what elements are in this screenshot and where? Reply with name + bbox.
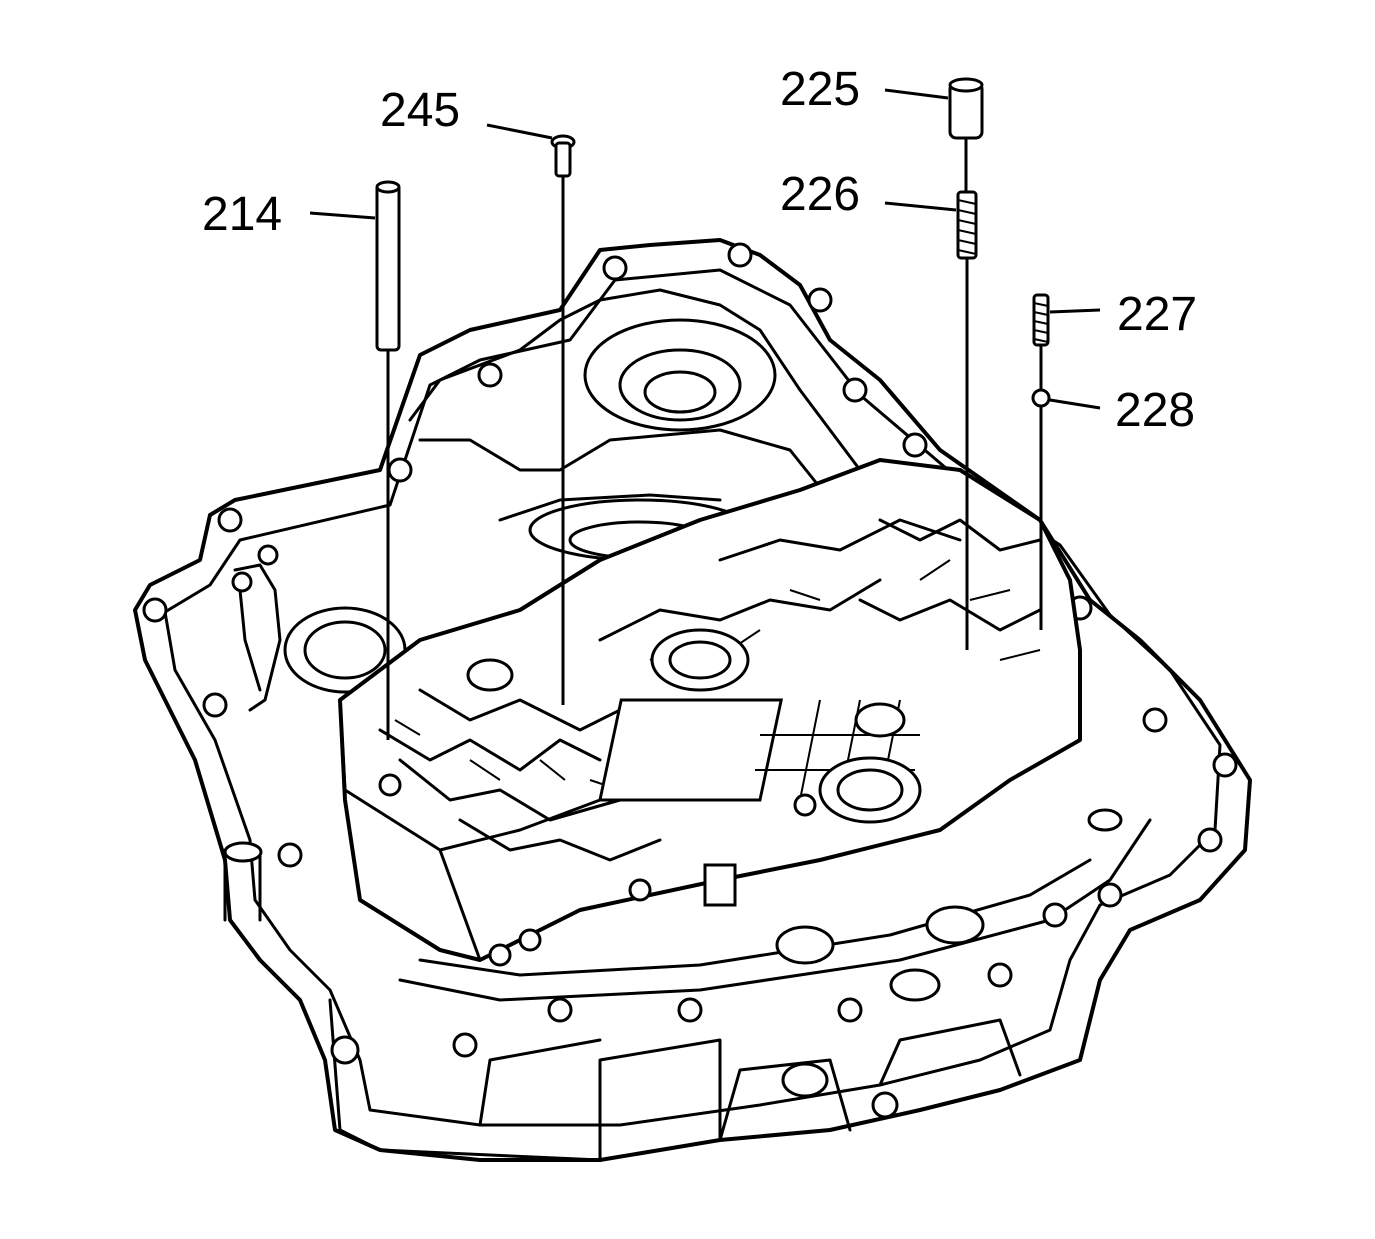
part-227-spring bbox=[1032, 293, 1050, 390]
valve-body-port bbox=[518, 928, 542, 952]
bolt-hole bbox=[1212, 752, 1238, 778]
case-boss bbox=[925, 905, 985, 945]
valve-body-port bbox=[793, 793, 817, 817]
part-226-coils bbox=[957, 199, 977, 255]
callout-226: 226 bbox=[780, 168, 860, 221]
left-hub bbox=[223, 544, 407, 922]
valve-body-connector bbox=[703, 863, 737, 907]
bolt-hole bbox=[807, 287, 833, 313]
case-boss bbox=[1087, 808, 1123, 832]
valve-body bbox=[338, 458, 1082, 967]
bell-housing-shell bbox=[408, 288, 862, 472]
callout-227: 227 bbox=[1117, 288, 1197, 341]
leader-245 bbox=[486, 123, 553, 140]
part-214-body bbox=[375, 183, 401, 352]
linkage-pin bbox=[257, 544, 279, 566]
part-214-top bbox=[375, 180, 401, 194]
bolt-hole bbox=[452, 1032, 478, 1058]
bolt-hole bbox=[1197, 827, 1223, 853]
bolt-hole bbox=[677, 997, 703, 1023]
case-boss bbox=[775, 925, 835, 965]
bolt-hole bbox=[477, 362, 503, 388]
callout-245: 245 bbox=[380, 84, 460, 137]
linkage-pin bbox=[231, 571, 253, 593]
left-boss-top bbox=[223, 841, 263, 863]
valve-body-channels bbox=[378, 518, 1042, 862]
case-lower-body bbox=[328, 998, 722, 1162]
case-inner-flange bbox=[163, 268, 1222, 1127]
valve-body-large-bore-inner bbox=[836, 768, 904, 812]
left-boss bbox=[223, 848, 262, 922]
valve-body-mid-bore-inner bbox=[668, 640, 732, 680]
callout-225: 225 bbox=[780, 63, 860, 116]
case-pan-rail bbox=[398, 818, 1152, 1002]
bolt-hole bbox=[871, 1091, 899, 1119]
bolt-hole bbox=[902, 432, 928, 458]
callout-labels: 214 245 225 226 227 228 bbox=[202, 63, 1197, 437]
left-linkage bbox=[233, 563, 282, 712]
part-245-shank bbox=[554, 141, 572, 178]
part-227-coils bbox=[1033, 302, 1049, 343]
bolt-hole bbox=[387, 457, 413, 483]
valve-body-port bbox=[628, 878, 652, 902]
case-boss bbox=[781, 1062, 829, 1098]
case-bosses bbox=[775, 808, 1123, 1098]
valve-body-large-bore bbox=[818, 756, 922, 824]
bolt-hole bbox=[330, 1035, 360, 1065]
part-225-plug bbox=[948, 77, 984, 192]
callout-leaders bbox=[309, 88, 1101, 410]
bell-housing-sweep bbox=[418, 428, 832, 522]
part-228-ball bbox=[1031, 388, 1051, 630]
bolt-hole bbox=[1142, 707, 1168, 733]
bolt-hole bbox=[202, 692, 228, 718]
part-214-rod bbox=[375, 180, 401, 740]
converter-bore-outer bbox=[583, 318, 777, 432]
case-lower-ribs bbox=[478, 1018, 1022, 1142]
part-225-top bbox=[948, 77, 984, 93]
valve-body-port bbox=[488, 943, 512, 967]
part-245-bolt bbox=[550, 134, 576, 705]
converter-bore-inner bbox=[618, 348, 742, 422]
valve-body-accumulator bbox=[854, 702, 906, 738]
part-226-spring bbox=[956, 190, 978, 650]
bolt-hole bbox=[987, 962, 1013, 988]
bolt-hole bbox=[277, 842, 303, 868]
callout-214: 214 bbox=[202, 188, 282, 241]
case-boss bbox=[889, 968, 941, 1002]
valve-body-small-bore bbox=[466, 658, 514, 692]
bolt-hole bbox=[842, 377, 868, 403]
leader-228 bbox=[1049, 398, 1101, 410]
flange-bolt-holes bbox=[142, 242, 1238, 1119]
valve-body-grid bbox=[598, 698, 784, 802]
bolt-hole bbox=[1097, 882, 1123, 908]
leader-225 bbox=[884, 88, 949, 100]
bolt-hole bbox=[1042, 902, 1068, 928]
leader-227 bbox=[1049, 308, 1101, 314]
valve-body-mid-bore bbox=[650, 628, 750, 692]
bolt-hole bbox=[837, 997, 863, 1023]
converter-bore-core bbox=[643, 370, 717, 414]
callout-228: 228 bbox=[1115, 384, 1195, 437]
valve-body-port bbox=[378, 773, 402, 797]
bolt-hole bbox=[217, 507, 243, 533]
bolt-hole bbox=[727, 242, 753, 268]
bolt-hole bbox=[142, 597, 168, 623]
bolt-hole bbox=[602, 255, 628, 281]
left-bearing-inner bbox=[303, 620, 387, 680]
leader-214 bbox=[309, 211, 376, 220]
valve-body-grid-lines bbox=[755, 699, 920, 801]
bolt-hole bbox=[547, 997, 573, 1023]
leader-226 bbox=[884, 201, 957, 212]
part-228-body bbox=[1031, 388, 1051, 408]
